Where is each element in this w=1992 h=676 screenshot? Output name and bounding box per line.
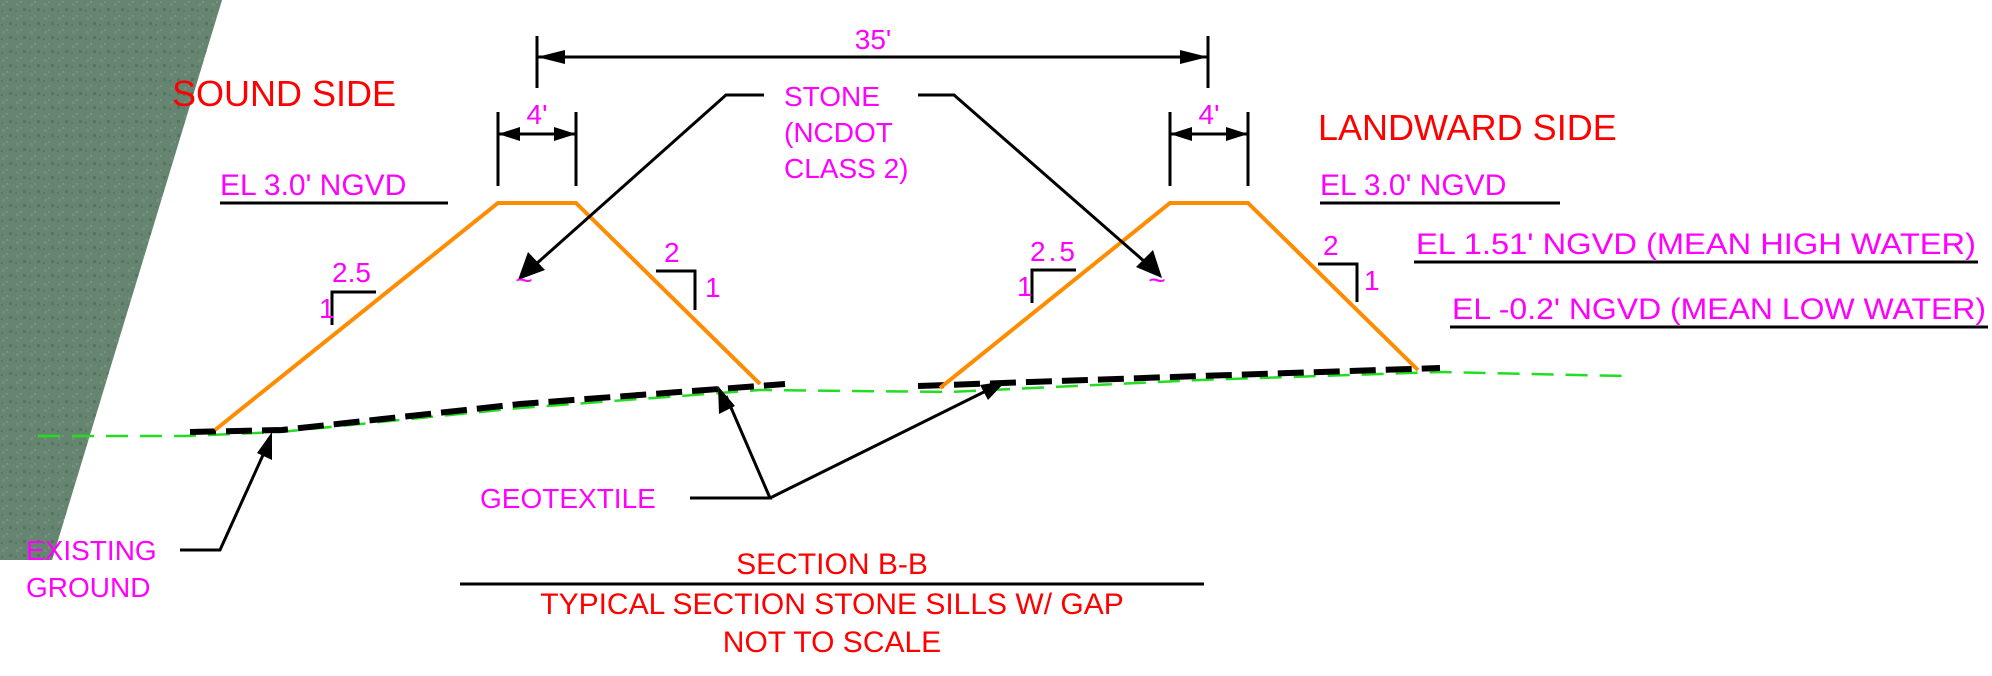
right-back-slope-run: 2 [1323,230,1339,261]
elevation-label-right: EL 3.0' NGVD [1320,169,1506,202]
existing-ground-label-line1: EXISTING [26,535,157,566]
left-crest-width-label: 4' [527,99,548,130]
mean-high-water-label: EL 1.51' NGVD (MEAN HIGH WATER) [1416,228,1976,261]
elevation-label-left: EL 3.0' NGVD [220,169,406,202]
right-sill-back-slope: 2 1 [1318,230,1380,302]
geotextile-line-right [917,365,1441,389]
stone-label-line2: (NCDOT [784,117,893,148]
stone-label-line3: CLASS 2) [784,153,909,184]
right-sill-front-slope: 2.5 1 [1017,236,1078,303]
section-title: SECTION B-B [736,548,928,581]
stone-label-line1: STONE [784,81,880,112]
left-sill-outline [213,201,762,432]
section-title-block: SECTION B-B TYPICAL SECTION STONE SILLS … [460,548,1204,659]
right-front-slope-run: 2.5 [1030,236,1078,267]
aerial-photo-background [0,0,222,560]
scale-note: NOT TO SCALE [723,626,941,659]
sound-side-heading: SOUND SIDE [172,73,396,114]
right-front-slope-rise: 1 [1017,271,1033,302]
geotextile-callout: GEOTEXTILE [480,381,1006,514]
left-back-slope-rise: 1 [705,272,721,303]
existing-ground-line [38,370,1626,438]
landward-side-heading: LANDWARD SIDE [1318,107,1617,148]
stone-symbol-left: ~ [515,264,533,297]
stone-callout: STONE (NCDOT CLASS 2) ~ ~ [515,81,1166,297]
left-back-slope-run: 2 [664,237,680,268]
left-front-slope-run: 2.5 [332,257,371,288]
right-sill-outline [938,201,1420,390]
overall-width-dimension: 35' [535,24,1210,88]
mean-low-water-label: EL -0.2' NGVD (MEAN LOW WATER) [1452,293,1986,326]
right-back-slope-rise: 1 [1364,265,1380,296]
overall-width-label: 35' [855,24,892,55]
existing-ground-arrow-head [257,432,272,460]
stone-arrow-left-head [518,252,545,280]
stone-symbol-right: ~ [1148,264,1166,297]
left-crest-dimension: 4' [496,99,578,186]
left-sill-front-slope: 2.5 1 [319,257,376,325]
geotextile-arrow-left-head [718,386,735,414]
geotextile-label: GEOTEXTILE [480,483,656,514]
existing-ground-label-line2: GROUND [26,572,150,603]
left-front-slope-rise: 1 [319,293,335,324]
left-sill-back-slope: 2 1 [656,237,721,310]
existing-ground-callout: EXISTING GROUND [26,432,272,603]
geotextile-arrow-right-head [980,381,1006,400]
stone-arrow-right-head [1136,250,1162,278]
right-crest-dimension: 4' [1168,99,1250,186]
section-subtitle: TYPICAL SECTION STONE SILLS W/ GAP [540,588,1123,621]
right-crest-width-label: 4' [1199,99,1220,130]
geotextile-line-left [189,381,786,435]
